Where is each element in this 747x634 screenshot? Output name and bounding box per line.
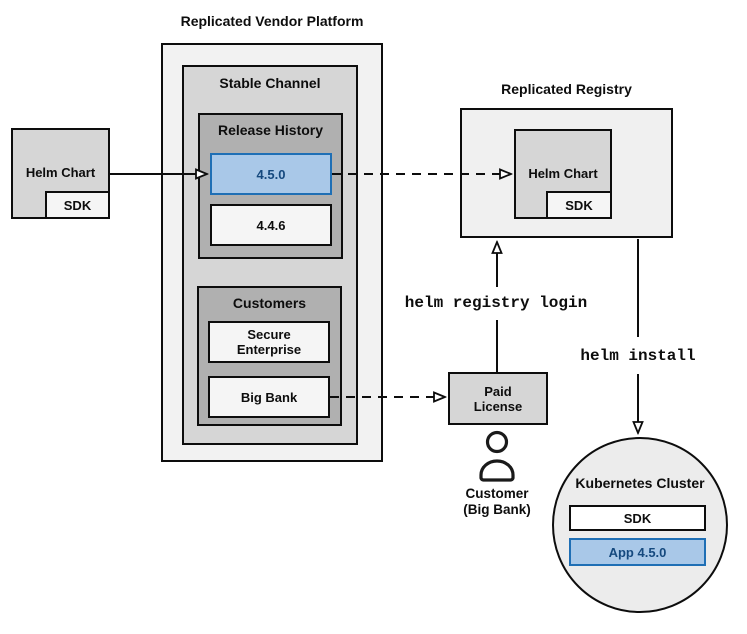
kubernetes-cluster-title: Kubernetes Cluster: [575, 475, 705, 491]
customer-secure-enterprise-label: Secure Enterprise: [236, 327, 302, 357]
release-history-title: Release History: [217, 122, 324, 138]
registry-helm-chart-label: Helm Chart: [528, 166, 598, 181]
vendor-platform-title: Replicated Vendor Platform: [180, 13, 364, 29]
helm-install-label: helm install: [580, 347, 696, 365]
stable-channel-title: Stable Channel: [219, 75, 321, 91]
customer-secure-enterprise: Secure Enterprise: [208, 321, 330, 363]
registry-sdk-box: SDK: [546, 191, 612, 219]
cluster-sdk-box: SDK: [569, 505, 706, 531]
customer-big-bank: Big Bank: [208, 376, 330, 418]
release-4-5-0: 4.5.0: [210, 153, 332, 195]
paid-license-box: Paid License: [448, 372, 548, 425]
source-helm-chart-label: Helm Chart: [25, 165, 96, 180]
helm-registry-login-label: helm registry login: [404, 294, 588, 312]
registry-title: Replicated Registry: [501, 81, 632, 97]
customer-caption-line1: Customer: [465, 486, 529, 501]
customers-title: Customers: [232, 295, 307, 311]
cluster-app-box: App 4.5.0: [569, 538, 706, 566]
release-4-4-6: 4.4.6: [210, 204, 332, 246]
customer-caption-line2: (Big Bank): [463, 502, 531, 517]
paid-license-label: Paid License: [473, 383, 523, 414]
source-sdk-box: SDK: [45, 191, 110, 219]
person-icon: [479, 430, 515, 482]
customer-caption: Customer (Big Bank): [437, 486, 557, 518]
